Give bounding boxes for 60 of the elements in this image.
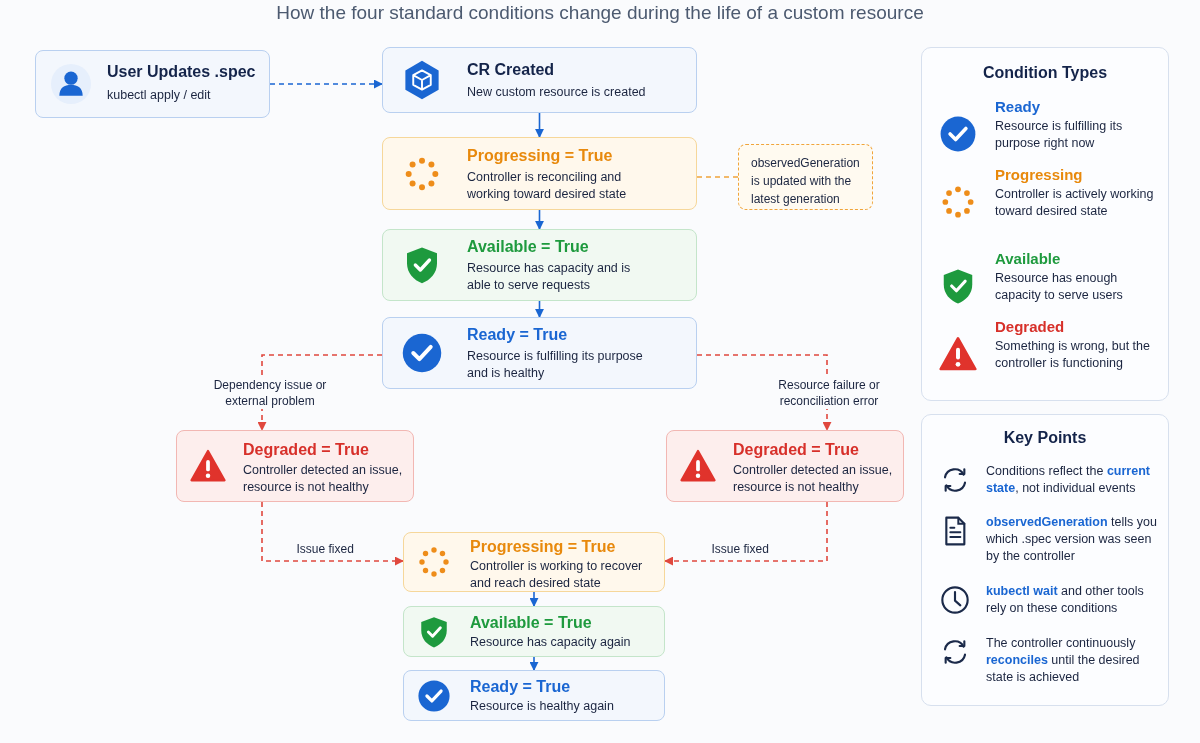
arrow <box>696 354 832 431</box>
node-title: Progressing = True <box>470 538 616 556</box>
arrow <box>261 501 404 566</box>
node-description: Resource is healthy again <box>470 698 615 715</box>
status-box <box>403 606 665 657</box>
connector-line <box>696 176 739 178</box>
status-box <box>382 229 697 301</box>
condition-name: Ready <box>995 98 1041 115</box>
condition-name: Available <box>995 250 1061 267</box>
arrow <box>664 501 828 566</box>
key-point-text: The controller continuously reconciles until the desired state is achieved <box>986 635 1141 686</box>
status-box <box>176 430 414 502</box>
condition-description: Resource has enough capacity to serve users <box>995 270 1124 304</box>
info-panel <box>921 414 1169 706</box>
node-description: Resource is fulfilling its purpose and is healthy <box>467 348 644 382</box>
node-title: User Updates .spec <box>107 63 256 81</box>
arrow <box>257 354 383 431</box>
node-description: Controller detected an issue, resource is not healthy <box>733 462 894 496</box>
node-description: Controller detected an issue, resource is not healthy <box>243 462 404 496</box>
condition-name: Progressing <box>995 166 1083 183</box>
arrow <box>269 79 383 89</box>
status-box <box>382 137 697 210</box>
legend-panel <box>921 47 1169 401</box>
node-title: Degraded = True <box>733 441 859 459</box>
user-box <box>35 50 270 118</box>
key-point-text: kubectl wait and other tools rely on these conditions <box>986 583 1145 617</box>
condition-description: Something is wrong, but the controller is functioning <box>995 338 1151 372</box>
node-description: Resource has capacity again <box>470 634 632 651</box>
node-description: Controller is reconciling and working toward desired state <box>467 169 628 203</box>
status-box <box>403 670 665 721</box>
node-title: Progressing = True <box>467 147 613 165</box>
node-title: CR Created <box>467 61 555 79</box>
status-box <box>403 532 665 592</box>
arrow <box>529 591 539 607</box>
panel-heading: Key Points <box>1002 429 1088 447</box>
node-title: Ready = True <box>470 678 571 696</box>
arrow <box>529 656 539 671</box>
condition-description: Controller is actively working toward desired state <box>995 186 1155 220</box>
node-title: Degraded = True <box>243 441 369 459</box>
node-title: Available = True <box>467 238 589 256</box>
node-title: Available = True <box>470 614 592 632</box>
condition-description: Resource is fulfilling its purpose right now <box>995 118 1124 152</box>
node-description: Resource has capacity and is able to serve requests <box>467 260 632 294</box>
diagram-title: How the four standard conditions change during the life of a custom resource <box>275 2 925 24</box>
node-title: Ready = True <box>467 326 568 344</box>
status-box <box>382 317 697 389</box>
arrow <box>535 300 544 318</box>
key-point-text: Conditions reflect the current state, not individual events <box>986 463 1151 497</box>
node-description: Controller is working to recover and reach desired state <box>470 558 644 592</box>
panel-heading: Condition Types <box>981 64 1109 82</box>
arrow <box>535 209 544 230</box>
status-box <box>666 430 904 502</box>
condition-name: Degraded <box>995 318 1065 335</box>
start-box <box>382 47 697 113</box>
node-description: New custom resource is created <box>467 84 647 101</box>
key-point-text: observedGeneration tells you which .spec version was seen by the controller <box>986 514 1158 565</box>
node-description: kubectl apply / edit <box>107 87 212 104</box>
note-box <box>738 144 873 210</box>
arrow <box>535 112 544 138</box>
note-text: observedGeneration is updated with the latest generation <box>751 155 861 208</box>
